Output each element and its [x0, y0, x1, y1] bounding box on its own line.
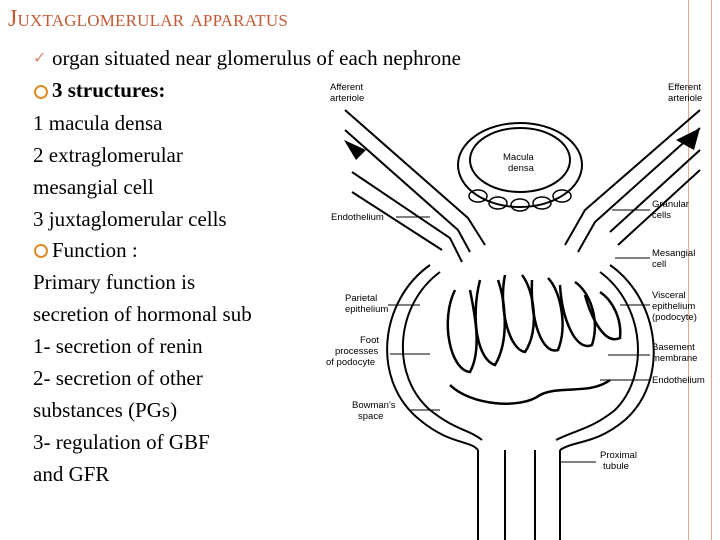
- label-macula: Macula: [503, 152, 534, 163]
- label-foot: Foot: [360, 335, 379, 346]
- diagram-drawing: [344, 109, 701, 540]
- function-heading: Function :: [52, 238, 138, 262]
- diagram-labels: Afferent arteriole Efferent arteriole Ma…: [326, 82, 705, 472]
- bullet-structures: 3 structures:: [52, 78, 166, 102]
- function-line-5: substances (PGs): [33, 398, 178, 422]
- structure-line-3: mesangial cell: [33, 175, 154, 199]
- label-bowmans: Bowman's: [352, 400, 396, 411]
- function-line-6: 3- regulation of GBF: [33, 430, 210, 454]
- function-line-1: Primary function is: [33, 270, 196, 294]
- function-line-4: 2- secretion of other: [33, 366, 203, 390]
- label-basement-membrane: membrane: [652, 353, 697, 364]
- ring-bullet-icon: [34, 244, 48, 258]
- juxtaglomerular-diagram: Afferent arteriole Efferent arteriole Ma…: [326, 82, 705, 540]
- label-parietal-epithelium: epithelium: [345, 304, 388, 315]
- label-granular: Granular: [652, 199, 689, 210]
- label-efferent-arteriole: arteriole: [668, 93, 702, 104]
- label-mesangial-cell: cell: [652, 259, 666, 270]
- label-proximal-tubule: tubule: [603, 461, 629, 472]
- efferent-arrow-icon: [676, 128, 700, 150]
- label-leader-lines: [388, 209, 650, 463]
- check-icon: ✓: [33, 50, 47, 67]
- label-visceral-epithelium: epithelium: [652, 301, 695, 312]
- label-visceral-podocyte: (podocyte): [652, 312, 697, 323]
- label-basement: Basement: [652, 342, 695, 353]
- label-bowmans-space: space: [358, 411, 383, 422]
- label-densa: densa: [508, 163, 535, 174]
- label-parietal: Parietal: [345, 293, 377, 304]
- ring-bullet-icon: [34, 85, 48, 99]
- structure-line-2: 2 extraglomerular: [33, 143, 183, 167]
- structure-line-4: 3 juxtaglomerular cells: [33, 207, 227, 231]
- label-foot-processes: processes: [335, 346, 379, 357]
- label-endothelium-top: Endothelium: [331, 212, 384, 223]
- frame-line-left: [688, 0, 689, 540]
- function-line-7: and GFR: [33, 462, 110, 486]
- structure-line-1: 1 macula densa: [33, 111, 163, 135]
- label-mesangial: Mesangial: [652, 248, 695, 259]
- function-line-3: 1- secretion of renin: [33, 334, 203, 358]
- afferent-arrow-icon: [344, 140, 366, 160]
- slide-title: Juxtaglomerular apparatus: [8, 6, 288, 32]
- label-efferent: Efferent: [668, 82, 701, 93]
- label-granular-cells: cells: [652, 210, 671, 221]
- label-afferent: Afferent: [330, 82, 363, 93]
- function-line-2: secretion of hormonal sub: [33, 302, 252, 326]
- bullet-organ: organ situated near glomerulus of each n…: [52, 46, 461, 70]
- label-afferent-arteriole: arteriole: [330, 93, 364, 104]
- label-visceral: Visceral: [652, 290, 686, 301]
- label-endothelium-bottom: Endothelium: [652, 375, 705, 386]
- label-proximal: Proximal: [600, 450, 637, 461]
- frame-line-right: [711, 0, 712, 540]
- label-foot-podocyte: of podocyte: [326, 357, 375, 368]
